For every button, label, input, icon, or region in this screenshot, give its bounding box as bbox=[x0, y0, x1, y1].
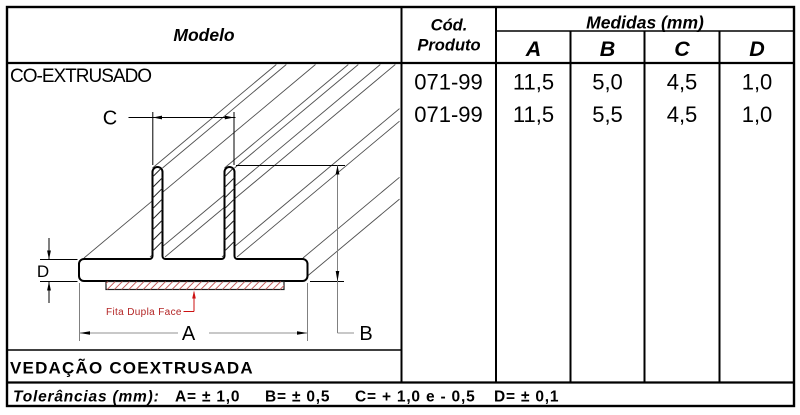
svg-text:Fita Dupla Face: Fita Dupla Face bbox=[106, 307, 182, 318]
svg-text:VEDAÇÃO COEXTRUSADA: VEDAÇÃO COEXTRUSADA bbox=[10, 358, 254, 378]
svg-text:5,0: 5,0 bbox=[592, 70, 623, 95]
svg-text:11,5: 11,5 bbox=[513, 70, 554, 95]
svg-text:B: B bbox=[359, 323, 372, 345]
svg-text:1,0: 1,0 bbox=[742, 102, 773, 127]
svg-text:D: D bbox=[749, 37, 765, 61]
svg-text:C: C bbox=[674, 37, 690, 61]
svg-text:B= ± 0,5: B= ± 0,5 bbox=[265, 389, 330, 406]
svg-text:D: D bbox=[37, 262, 49, 281]
svg-text:071-99: 071-99 bbox=[414, 70, 483, 95]
svg-text:4,5: 4,5 bbox=[667, 70, 698, 95]
svg-text:5,5: 5,5 bbox=[592, 102, 623, 127]
svg-text:1,0: 1,0 bbox=[742, 70, 773, 95]
svg-text:CO-EXTRUSADO: CO-EXTRUSADO bbox=[10, 66, 151, 87]
svg-text:Cód.: Cód. bbox=[431, 17, 468, 35]
svg-text:A= ± 1,0: A= ± 1,0 bbox=[175, 389, 240, 406]
svg-text:Tolerâncias (mm):: Tolerâncias (mm): bbox=[13, 389, 160, 406]
svg-text:A: A bbox=[525, 37, 542, 61]
svg-text:C= + 1,0 e - 0,5: C= + 1,0 e - 0,5 bbox=[355, 389, 476, 406]
svg-text:071-99: 071-99 bbox=[414, 102, 483, 127]
svg-text:C: C bbox=[103, 108, 117, 130]
svg-text:D= ± 0,1: D= ± 0,1 bbox=[494, 389, 559, 406]
svg-text:4,5: 4,5 bbox=[667, 102, 698, 127]
svg-text:A: A bbox=[182, 323, 196, 345]
svg-text:B: B bbox=[600, 37, 616, 61]
svg-text:Produto: Produto bbox=[417, 37, 480, 55]
svg-text:11,5: 11,5 bbox=[513, 102, 554, 127]
svg-text:Modelo: Modelo bbox=[173, 25, 235, 45]
svg-text:Medidas (mm): Medidas (mm) bbox=[586, 13, 704, 33]
